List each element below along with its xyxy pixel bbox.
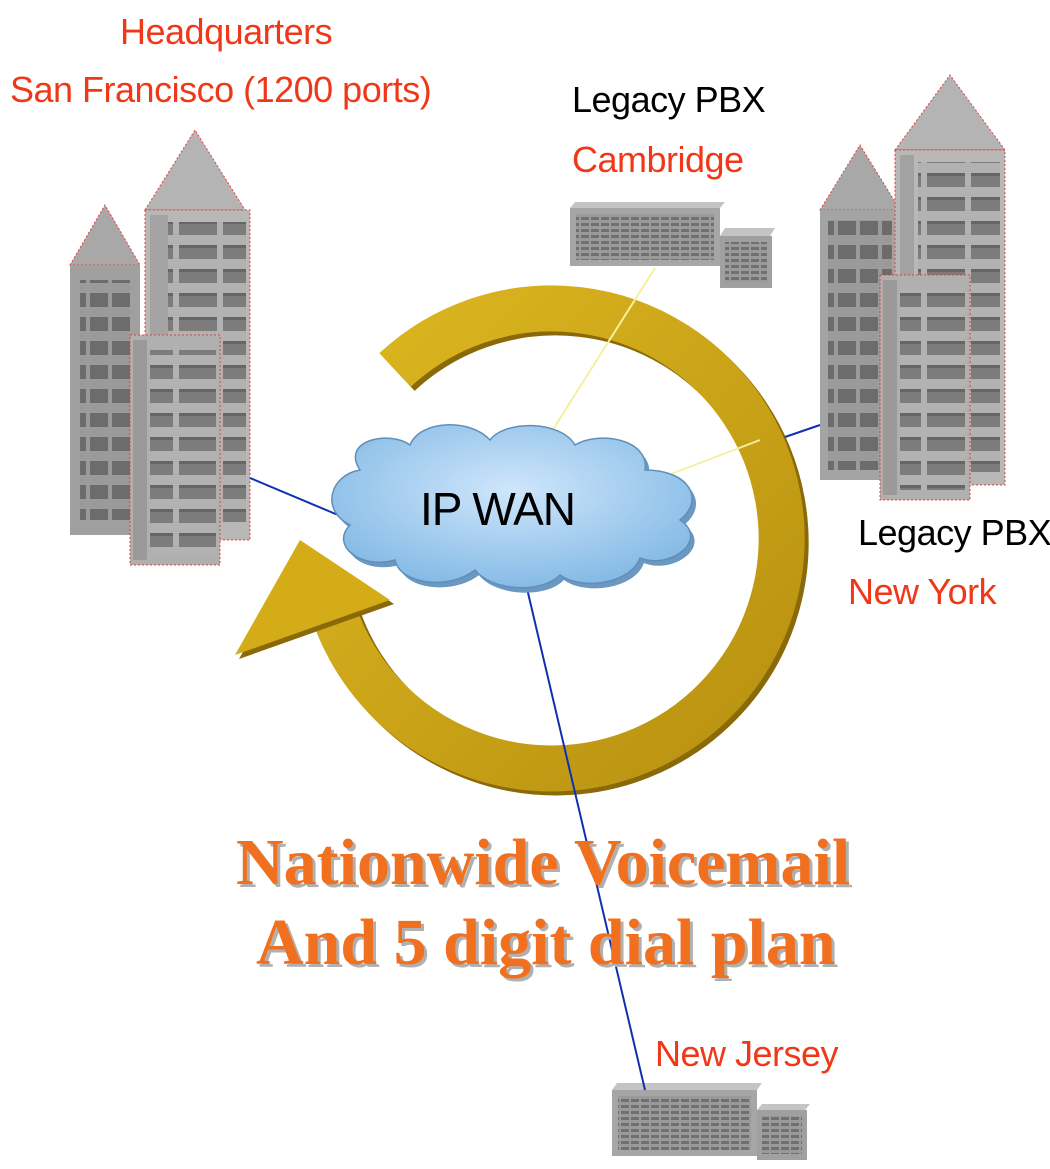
cambridge-subtitle-label: Cambridge [572, 139, 744, 180]
circular-arrow-icon [235, 285, 809, 796]
pbx-device-icon [570, 202, 775, 288]
ip-wan-label: IP WAN [420, 483, 576, 535]
network-links [249, 267, 821, 1091]
cambridge-title-label: Legacy PBX [572, 79, 766, 120]
hq-title-label: Headquarters [120, 11, 333, 52]
headline-line1: Nationwide Voicemail [236, 826, 851, 899]
headline-line2: And 5 digit dial plan [256, 906, 836, 979]
hq-link [249, 477, 339, 516]
pbx-device-icon [612, 1083, 810, 1160]
cloud-icon [331, 424, 697, 593]
nj-label: New Jersey [655, 1033, 839, 1074]
office-building-icon [819, 74, 1006, 501]
nj-link [524, 579, 646, 1091]
cambridge-link [539, 267, 656, 451]
ny-link-blue [784, 424, 821, 438]
ny-title-label: Legacy PBX [858, 512, 1050, 553]
ny-subtitle-label: New York [848, 571, 997, 612]
office-building-icon [69, 129, 251, 566]
hq-subtitle-label: San Francisco (1200 ports) [10, 69, 432, 110]
